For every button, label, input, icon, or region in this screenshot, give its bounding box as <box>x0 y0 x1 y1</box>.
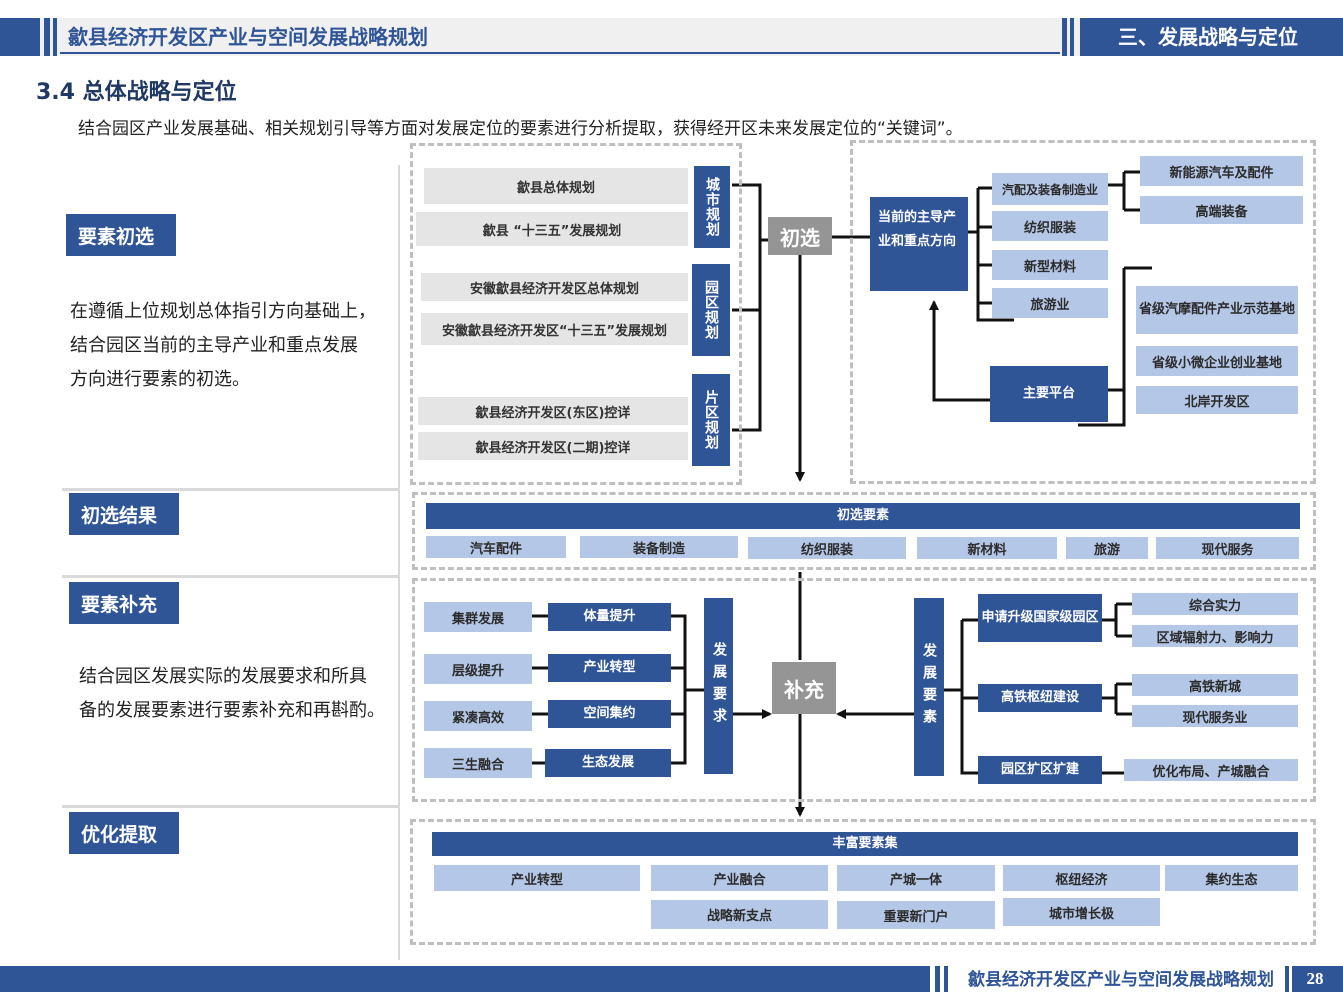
area-plan-label: 片区规划 <box>692 374 730 466</box>
final-panel <box>410 819 1316 945</box>
req-item: 紧凑高效 <box>424 701 532 731</box>
platform-item: 省级汽摩配件产业示范基地 <box>1136 286 1298 334</box>
result-title-bar: 初选要素 <box>426 503 1300 529</box>
plan-item: 歙县 “十三五”发展规划 <box>416 212 688 246</box>
result-item: 装备制造 <box>580 536 738 558</box>
result-item: 现代服务 <box>1156 537 1299 559</box>
current-direction-label: 当前的主导产业和重点方向 <box>878 210 957 249</box>
dev-requirement-label: 发展要求 <box>704 598 733 774</box>
req-goal: 产业转型 <box>548 654 671 682</box>
result-item: 旅游 <box>1066 537 1148 559</box>
platform-item: 北岸开发区 <box>1136 386 1298 414</box>
header-section-title: 三、发展战略与定位 <box>1118 25 1298 49</box>
page-title: 3.4 总体战略与定位 <box>36 80 237 105</box>
left-hline <box>62 805 398 808</box>
desc-line: 备的发展要素进行要素补充和再斟酌。 <box>79 700 385 721</box>
preliminary-selection-node: 初选 <box>768 217 832 255</box>
final-item: 重要新门户 <box>837 901 995 929</box>
desc-line: 结合园区发展实际的发展要求和所具 <box>79 666 367 687</box>
header-stripe-left <box>0 18 40 56</box>
main-platform-box: 主要平台 <box>990 366 1108 422</box>
plan-item: 安徽歙县经济开发区“十三五”发展规划 <box>421 313 688 345</box>
header-underline <box>60 52 1060 54</box>
element-item: 高铁枢纽建设 <box>978 684 1102 712</box>
desc-line: 方向进行要素的初选。 <box>70 369 250 390</box>
platform-item-label: 省级汽摩配件产业示范基地 <box>1138 302 1295 317</box>
header-stripe <box>53 18 57 56</box>
tag-selection-result: 初选结果 <box>69 493 179 535</box>
req-item: 集群发展 <box>424 602 532 632</box>
footer-stripe <box>935 966 940 992</box>
header-stripe <box>44 18 50 56</box>
dev-element-label: 发展要素 <box>914 598 944 776</box>
result-panel <box>412 492 1316 570</box>
city-plan-label: 城市规划 <box>694 166 730 248</box>
industry-item: 旅游业 <box>992 288 1108 318</box>
desc-supplement: 结合园区发展实际的发展要求和所具 备的发展要素进行要素补充和再斟酌。 <box>79 660 385 728</box>
final-item: 枢纽经济 <box>1003 865 1160 891</box>
final-item: 战略新支点 <box>651 900 828 929</box>
current-direction-box: 当前的主导产业和重点方向 <box>870 197 968 291</box>
desc-line: 在遵循上位规划总体指引方向基础上， <box>70 301 376 322</box>
footer-title: 歙县经济开发区产业与空间发展战略规划 <box>968 970 1274 990</box>
req-item: 三生融合 <box>424 748 532 778</box>
supplement-node: 补充 <box>772 662 836 714</box>
final-item: 城市增长极 <box>1003 898 1160 926</box>
supplement-panel <box>412 578 1316 802</box>
tag-element-supplement: 要素补充 <box>69 582 179 624</box>
plans-panel <box>410 143 742 485</box>
header-stripe <box>1070 18 1074 56</box>
final-title-bar: 丰富要素集 <box>432 832 1298 856</box>
element-sub: 高铁新城 <box>1132 674 1298 696</box>
left-hline <box>62 488 398 491</box>
park-plan-label: 园区规划 <box>692 264 730 356</box>
req-item: 层级提升 <box>424 654 532 684</box>
final-item: 产业融合 <box>651 865 828 891</box>
sub-industry-item: 新能源汽车及配件 <box>1140 156 1303 186</box>
req-goal: 体量提升 <box>548 603 671 631</box>
current-panel <box>850 140 1316 484</box>
element-item-label: 申请升级国家级园区 <box>981 610 1099 625</box>
req-goal: 生态发展 <box>545 749 671 777</box>
header-section-box <box>1080 18 1343 56</box>
intro-text: 结合园区产业发展基础、相关规划引导等方面对发展定位的要素进行分析提取，获得经开区… <box>78 119 963 139</box>
left-divider <box>398 165 400 960</box>
platform-item: 省级小微企业创业基地 <box>1136 346 1298 376</box>
element-item: 园区扩区扩建 <box>978 756 1102 784</box>
tag-element-selection: 要素初选 <box>66 214 176 256</box>
plan-item: 歙县总体规划 <box>424 168 688 204</box>
header-title: 歙县经济开发区产业与空间发展战略规划 <box>68 25 428 49</box>
element-sub: 综合实力 <box>1132 593 1298 615</box>
industry-item: 纺织服装 <box>992 211 1108 241</box>
final-item: 产城一体 <box>837 865 995 891</box>
footer-stripe <box>944 966 948 992</box>
result-item: 纺织服装 <box>748 537 906 559</box>
industry-item: 新型材料 <box>992 250 1108 280</box>
element-sub: 现代服务业 <box>1132 705 1298 727</box>
final-item: 产业转型 <box>434 865 640 891</box>
page-number: 28 <box>1306 969 1324 988</box>
final-item: 集约生态 <box>1165 865 1298 891</box>
element-sub: 优化布局、产城融合 <box>1124 759 1298 781</box>
element-item: 申请升级国家级园区 <box>978 594 1102 642</box>
footer-bar <box>0 966 930 992</box>
industry-item: 汽配及装备制造业 <box>992 173 1108 205</box>
plan-item: 歙县经济开发区(东区)控详 <box>418 397 688 425</box>
sub-industry-item: 高端装备 <box>1140 196 1303 224</box>
result-item: 新材料 <box>917 537 1057 559</box>
desc-selection: 在遵循上位规划总体指引方向基础上， 结合园区当前的主导产业和重点发展 方向进行要… <box>70 295 376 397</box>
plan-item: 安徽歙县经济开发区总体规划 <box>421 273 688 301</box>
tag-optimize-extract: 优化提取 <box>69 812 179 854</box>
result-item: 汽车配件 <box>426 536 566 558</box>
plan-item: 歙县经济开发区(二期)控详 <box>418 432 688 460</box>
footer-page-box <box>1292 966 1343 992</box>
footer-stripe <box>1285 966 1289 992</box>
element-sub: 区域辐射力、影响力 <box>1132 625 1298 647</box>
header-stripe <box>1062 18 1067 56</box>
req-goal: 空间集约 <box>548 700 671 728</box>
left-hline <box>62 575 398 578</box>
desc-line: 结合园区当前的主导产业和重点发展 <box>70 335 358 356</box>
